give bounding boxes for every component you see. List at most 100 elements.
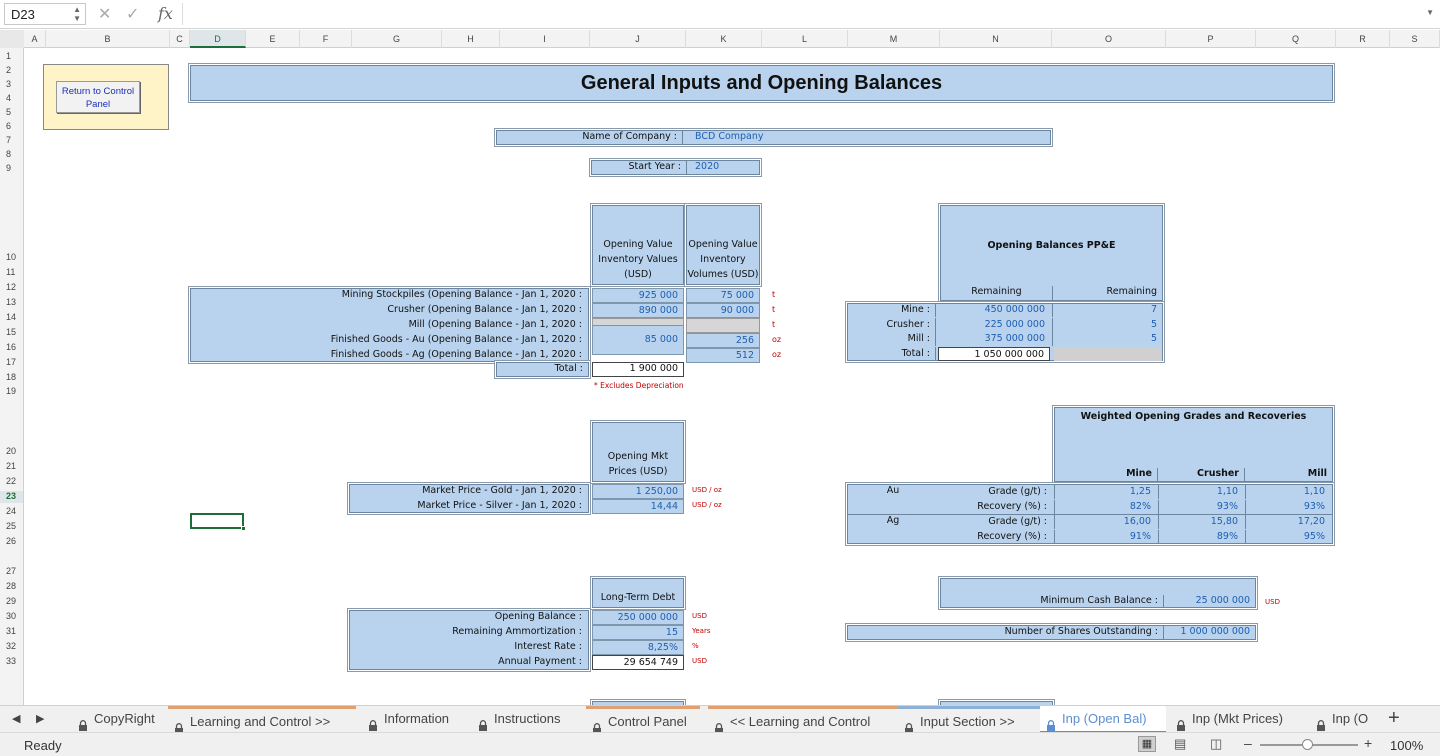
column-header-a[interactable]: A [24,30,46,48]
row-header-27[interactable]: 27 [6,566,17,576]
row-header-4[interactable]: 4 [6,93,12,103]
sheet-tab[interactable]: Inp (Open Bal) [1040,706,1166,733]
sheet-tab[interactable]: Information [362,706,466,733]
zoom-out-icon[interactable]: – [1244,735,1252,751]
formula-input[interactable] [182,3,1427,25]
debt-value-input[interactable]: 250 000 000 [592,610,684,625]
column-header-r[interactable]: R [1336,30,1390,48]
column-header-n[interactable]: N [940,30,1052,48]
row-header-24[interactable]: 24 [6,506,17,516]
column-header-l[interactable]: L [762,30,848,48]
grades-value-input[interactable]: 91% [1054,530,1156,544]
column-header-m[interactable]: M [848,30,940,48]
market-price-input[interactable]: 1 250,00 [592,484,684,499]
column-header-o[interactable]: O [1052,30,1166,48]
inventory-volume-input[interactable]: 90 000 [686,303,760,318]
grades-value-input[interactable]: 17,20 [1245,515,1330,529]
sheet-tab[interactable]: Inp (O [1310,706,1380,733]
add-sheet-icon[interactable]: + [1388,707,1400,729]
column-header-g[interactable]: G [352,30,442,48]
sheet-tab[interactable]: Input Section >> [898,706,1040,733]
row-header-3[interactable]: 3 [6,79,12,89]
row-header-16[interactable]: 16 [6,342,17,352]
inventory-volume-input[interactable]: 256 [686,333,760,348]
ppe-years[interactable]: 7 [1052,303,1162,317]
fx-icon[interactable]: fx [158,4,173,23]
tab-scroll-left-icon[interactable]: ◀ [12,713,21,725]
row-header-33[interactable]: 33 [6,656,17,666]
row-header-11[interactable]: 11 [6,267,16,277]
confirm-icon[interactable]: ✓ [126,6,140,23]
inventory-volume-input[interactable]: 75 000 [686,288,760,303]
ppe-years[interactable]: 5 [1052,332,1162,346]
row-header-10[interactable]: 10 [6,252,17,262]
name-box-spinner-icon[interactable]: ▲▼ [73,5,81,23]
page-layout-view-icon[interactable]: ▤ [1174,736,1187,751]
ppe-value[interactable]: 450 000 000 [984,304,1045,315]
sheet-tab[interactable]: CopyRight [72,706,164,733]
grades-value-input[interactable]: 93% [1158,500,1243,514]
column-header-i[interactable]: I [500,30,590,48]
zoom-slider-handle[interactable] [1302,739,1313,750]
sheet-tab[interactable]: Control Panel [586,706,700,733]
column-header-c[interactable]: C [170,30,190,48]
grades-value-input[interactable]: 89% [1158,530,1243,544]
name-box[interactable]: D23▲▼ [4,3,86,25]
row-header-18[interactable]: 18 [6,372,17,382]
formula-expand-icon[interactable]: ▼ [1426,8,1434,17]
row-header-28[interactable]: 28 [6,581,17,591]
row-header-26[interactable]: 26 [6,536,17,546]
row-header-12[interactable]: 12 [6,282,17,292]
return-to-control-panel-button[interactable]: Return to Control Panel [56,81,140,113]
shares-value-input[interactable]: 1 000 000 000 [1180,626,1250,637]
grades-value-input[interactable]: 82% [1054,500,1156,514]
sheet-tab[interactable]: Instructions [472,706,576,733]
finished-goods-value[interactable]: 85 000 [592,325,684,355]
row-header-22[interactable]: 22 [6,476,17,486]
cancel-icon[interactable]: ✕ [98,6,112,23]
zoom-slider[interactable] [1260,739,1358,750]
row-header-23[interactable]: 23 [0,491,23,503]
select-all-corner[interactable] [0,30,24,48]
row-header-14[interactable]: 14 [6,312,17,322]
row-header-9[interactable]: 9 [6,163,12,173]
inventory-value-input[interactable]: 925 000 [592,288,684,303]
debt-value-input[interactable]: 15 [592,625,684,640]
row-header-1[interactable]: 1 [6,51,12,61]
page-break-view-icon[interactable]: ◫ [1210,736,1223,751]
column-header-f[interactable]: F [300,30,352,48]
zoom-in-icon[interactable]: + [1364,735,1373,751]
row-header-7[interactable]: 7 [6,135,12,145]
company-name-input[interactable]: BCD Company [695,131,764,142]
market-price-input[interactable]: 14,44 [592,498,684,514]
sheet-tab[interactable]: Inp (Mkt Prices) [1170,706,1306,733]
row-header-15[interactable]: 15 [6,327,17,337]
column-header-q[interactable]: Q [1256,30,1336,48]
row-header-21[interactable]: 21 [6,461,17,471]
debt-value-input[interactable]: 8,25% [592,640,684,655]
grades-value-input[interactable]: 15,80 [1158,515,1243,529]
ppe-value[interactable]: 225 000 000 [984,318,1045,330]
inventory-volume-input[interactable]: 512 [686,348,760,363]
column-header-e[interactable]: E [246,30,300,48]
row-header-17[interactable]: 17 [6,357,17,367]
cash-value-input[interactable]: 25 000 000 [1195,595,1250,606]
row-header-32[interactable]: 32 [6,641,17,651]
row-header-31[interactable]: 31 [6,626,17,636]
tab-scroll-right-icon[interactable]: ▶ [36,713,45,725]
grades-value-input[interactable]: 95% [1245,530,1330,544]
sheet-tab[interactable]: << Learning and Control [708,706,898,733]
fill-handle[interactable] [241,526,246,531]
selected-cell[interactable] [190,513,246,531]
sheet-tab[interactable]: Learning and Control >> [168,706,356,733]
row-header-6[interactable]: 6 [6,121,12,131]
worksheet[interactable]: Return to Control Panel General Inputs a… [24,48,1440,705]
row-header-5[interactable]: 5 [6,107,12,117]
row-header-19[interactable]: 19 [6,386,17,396]
grades-value-input[interactable]: 16,00 [1054,515,1156,529]
grades-value-input[interactable]: 1,10 [1245,485,1330,499]
row-header-30[interactable]: 30 [6,611,17,621]
row-header-13[interactable]: 13 [6,297,17,307]
column-header-j[interactable]: J [590,30,686,48]
column-header-k[interactable]: K [686,30,762,48]
